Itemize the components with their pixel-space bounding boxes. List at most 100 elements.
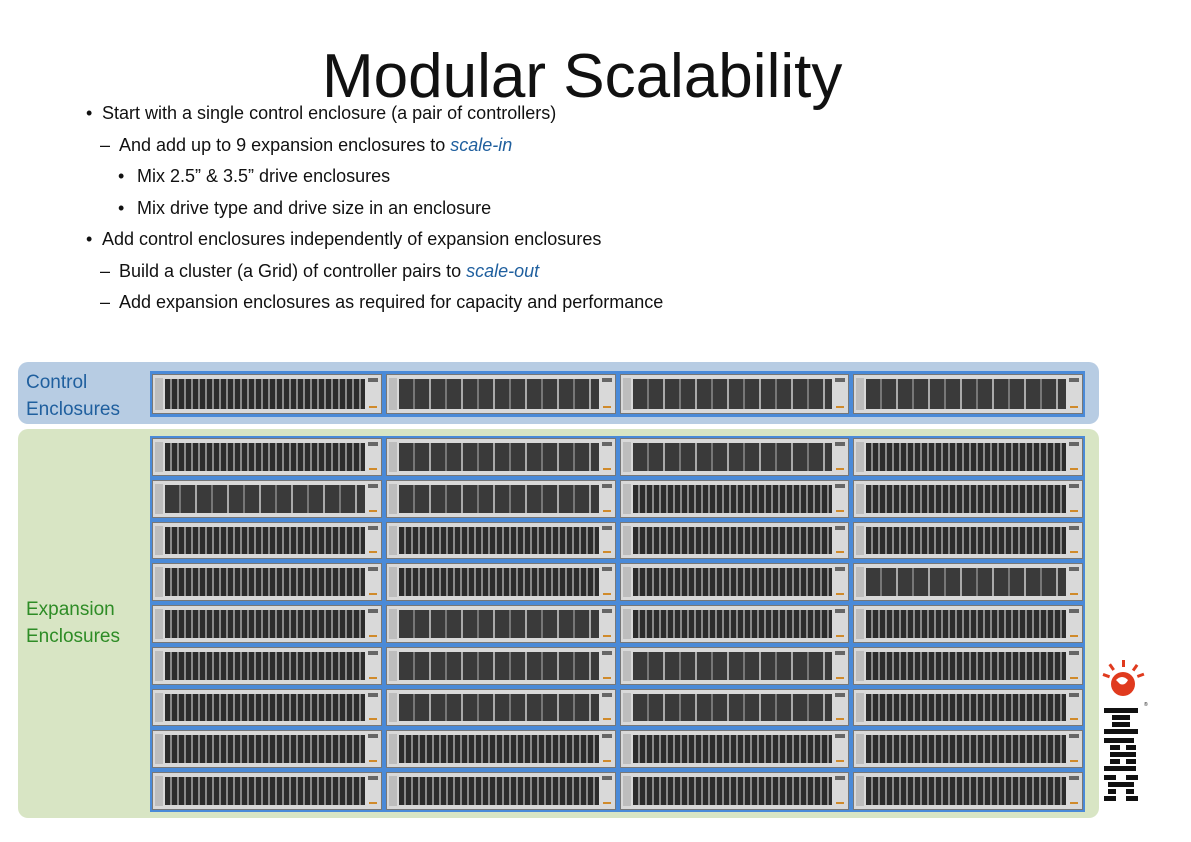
enclosure-ear [622, 734, 631, 765]
enclosure-ear [155, 650, 163, 681]
expansion-enclosure-rack [150, 436, 1085, 812]
enclosure-led [602, 406, 611, 408]
enclosure-brand [601, 483, 612, 488]
enclosure-face [866, 443, 1066, 471]
bullet-text: Build a cluster (a Grid) of controller p… [119, 260, 467, 281]
enclosure-face [632, 777, 833, 805]
enclosure-ear [856, 483, 865, 514]
enclosure-brand [835, 692, 846, 697]
enclosure-brand [601, 734, 612, 739]
enclosure-brand [1069, 567, 1079, 572]
enclosure-ear [388, 776, 397, 806]
expansion-enclosure [152, 521, 382, 560]
enclosure-face [866, 610, 1066, 638]
expansion-enclosure [385, 646, 616, 685]
bullet-text: Add expansion enclosures as required for… [119, 292, 664, 312]
bullet-marker: – [100, 260, 111, 281]
enclosure-ear [155, 442, 163, 472]
enclosure-ear [622, 442, 631, 472]
enclosure-ear [388, 378, 397, 410]
enclosure-face [165, 379, 365, 409]
enclosure-ear [388, 692, 397, 723]
expansion-enclosure [152, 479, 382, 518]
enclosure-brand [1069, 734, 1079, 739]
enclosure-face [866, 379, 1066, 409]
enclosure-brand [1069, 525, 1079, 530]
enclosure-led [602, 760, 611, 763]
enclosure-led [368, 509, 377, 512]
enclosure-ear [856, 734, 865, 765]
enclosure-face [866, 526, 1066, 555]
enclosure-face [866, 484, 1066, 513]
bullet-marker: • [86, 229, 93, 249]
bullet-text: Mix 2.5” & 3.5” drive enclosures [137, 166, 391, 186]
enclosure-brand [835, 483, 846, 488]
enclosure-face [165, 443, 365, 471]
bullet-text: Start with a single control enclosure (a… [102, 103, 557, 123]
bullet-item: And add up to 9 expansion enclosures to … [119, 134, 512, 156]
enclosure-led [602, 467, 611, 470]
expansion-enclosure [152, 772, 382, 810]
bullet-marker: – [100, 292, 111, 312]
enclosure-ear [856, 609, 865, 639]
expansion-enclosure [385, 688, 616, 727]
enclosure-brand [835, 442, 846, 446]
enclosure-led [602, 634, 611, 637]
expansion-enclosure [853, 521, 1083, 560]
bullet-marker: • [86, 103, 93, 123]
enclosure-brand [835, 609, 846, 614]
expansion-enclosure [619, 521, 850, 560]
enclosure-led [368, 676, 377, 679]
bullet-highlight: scale-out [466, 260, 540, 281]
expansion-enclosure [152, 438, 382, 476]
enclosure-ear [622, 609, 631, 639]
enclosure-led [1070, 801, 1078, 804]
enclosure-face [398, 651, 599, 680]
ibm-logo-icon: ® [1102, 660, 1148, 801]
enclosure-ear [155, 483, 163, 514]
expansion-enclosure [619, 646, 850, 685]
enclosure-face [632, 735, 833, 764]
enclosure-ear [155, 378, 163, 410]
enclosure-ear [622, 483, 631, 514]
enclosure-ear [388, 734, 397, 765]
bullet-marker: – [100, 134, 111, 155]
enclosure-led [1070, 718, 1078, 721]
enclosure-brand [835, 567, 846, 572]
enclosure-brand [1069, 442, 1079, 446]
expansion-enclosure [385, 605, 616, 643]
enclosure-face [866, 568, 1066, 597]
enclosure-led [1070, 406, 1078, 408]
enclosure-led [368, 551, 377, 554]
enclosure-face [632, 379, 833, 409]
enclosure-brand [601, 442, 612, 446]
enclosure-brand [835, 525, 846, 530]
enclosure-brand [1069, 609, 1079, 614]
expansion-enclosure [385, 772, 616, 810]
enclosure-brand [835, 734, 846, 739]
enclosure-face [165, 693, 365, 722]
enclosure-face [632, 651, 833, 680]
enclosure-led [836, 509, 845, 512]
enclosure-ear [388, 609, 397, 639]
enclosure-brand [367, 692, 378, 697]
enclosure-brand [1069, 483, 1079, 488]
enclosure-face [165, 777, 365, 805]
enclosure-brand [1069, 692, 1079, 697]
enclosure-led [1070, 760, 1078, 763]
expansion-enclosure [853, 563, 1083, 602]
enclosure-led [836, 406, 845, 408]
enclosure-ear [155, 609, 163, 639]
enclosure-brand [601, 692, 612, 697]
bullet-marker: • [118, 166, 125, 186]
enclosure-brand [367, 525, 378, 530]
enclosure-brand [1069, 776, 1079, 781]
enclosure-led [602, 718, 611, 721]
enclosure-brand [367, 483, 378, 488]
enclosure-ear [155, 734, 163, 765]
enclosure-ear [155, 525, 163, 556]
enclosure-led [836, 467, 845, 470]
enclosure-brand [601, 609, 612, 614]
expansion-enclosure [385, 479, 616, 518]
enclosure-face [398, 777, 599, 805]
